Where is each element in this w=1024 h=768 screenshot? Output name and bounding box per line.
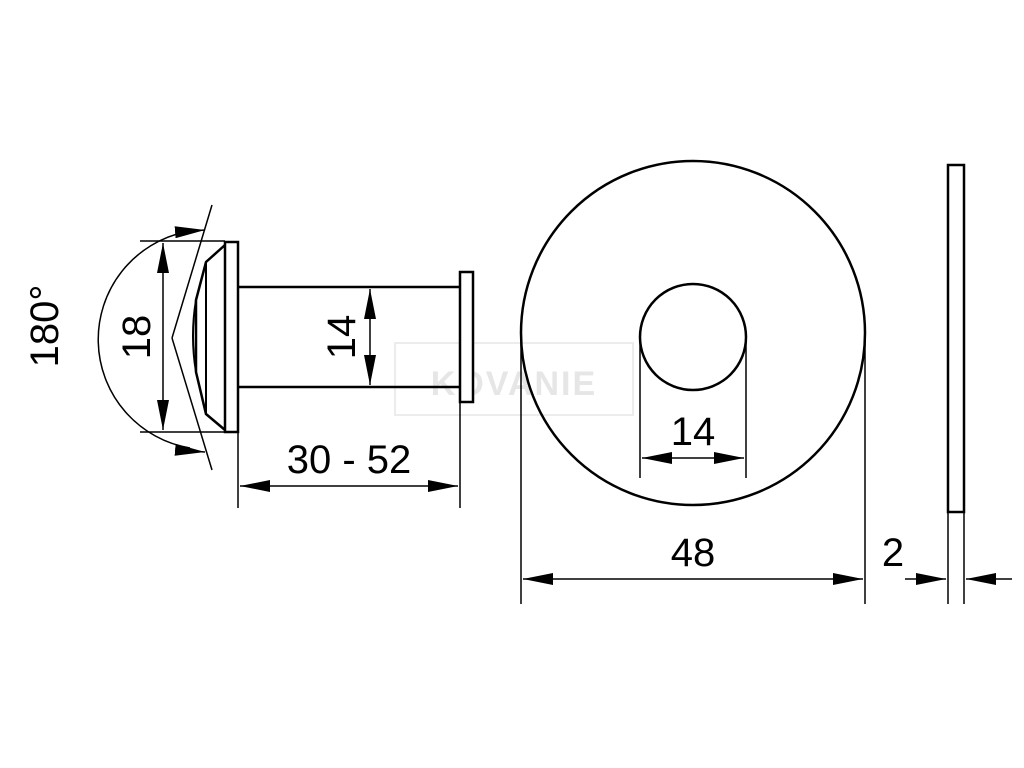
view-arrow-bottom — [174, 443, 206, 456]
view-angle-label: 180° — [23, 285, 67, 368]
lens-diameter-label: 18 — [115, 315, 159, 360]
lens-face — [192, 299, 197, 373]
thickness-dimension — [905, 512, 1012, 604]
rosette-hole-circle — [638, 282, 748, 392]
hole-diameter-dimension — [639, 337, 747, 478]
length-dimension — [237, 402, 461, 508]
view-ray-top — [171, 204, 213, 339]
rosette-diameter-dimension — [520, 333, 866, 604]
rosette-diameter-label: 48 — [671, 531, 716, 575]
front-flange — [223, 240, 240, 434]
lens-diameter-dimension — [140, 240, 225, 433]
view-ray-bottom — [171, 337, 213, 471]
rear-cap — [458, 270, 475, 404]
watermark-text: KOVANIE — [431, 365, 597, 403]
watermark: KOVANIE — [394, 342, 634, 416]
hole-diameter-label: 14 — [671, 410, 716, 454]
peephole-side-view — [192, 240, 475, 434]
length-range-label: 30 - 52 — [287, 438, 412, 482]
lens-bevel — [194, 244, 226, 431]
view-arrow-top — [174, 226, 206, 239]
watermark-frame — [394, 342, 634, 416]
rosette-side-plate — [946, 163, 966, 514]
barrel-diameter-label: 14 — [320, 315, 364, 360]
rosette-thickness-label: 2 — [882, 531, 904, 575]
